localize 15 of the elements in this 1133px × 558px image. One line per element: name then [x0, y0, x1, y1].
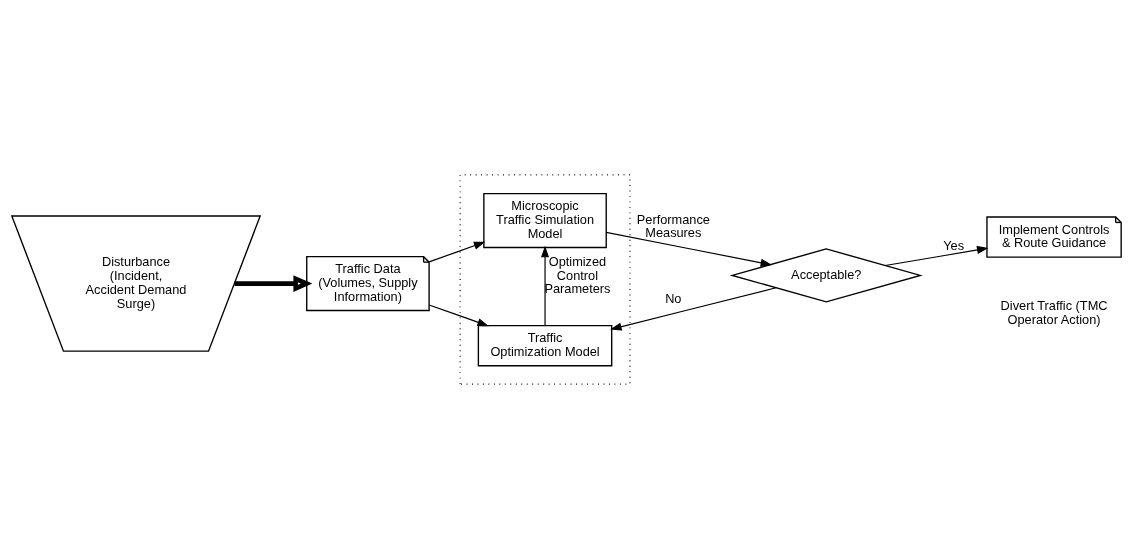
- edge-label: Performance Measures: [636, 211, 710, 240]
- node-box: Microscopic Traffic Simulation Model: [483, 192, 607, 248]
- node-diamond: Acceptable?: [729, 247, 923, 303]
- arrow: [884, 245, 989, 266]
- arrow: [428, 241, 486, 262]
- edge-label: No: [665, 290, 682, 306]
- arrow: [605, 231, 773, 267]
- label: Divert Traffic (TMC Operator Action): [1000, 297, 1108, 327]
- arrow: [541, 245, 550, 326]
- cluster: [459, 173, 631, 385]
- node-box: Traffic Optimization Model: [477, 324, 613, 366]
- edge-label: Yes: [943, 237, 965, 253]
- arrow: [234, 274, 313, 292]
- arrow: [610, 286, 777, 331]
- arrow: [428, 303, 489, 326]
